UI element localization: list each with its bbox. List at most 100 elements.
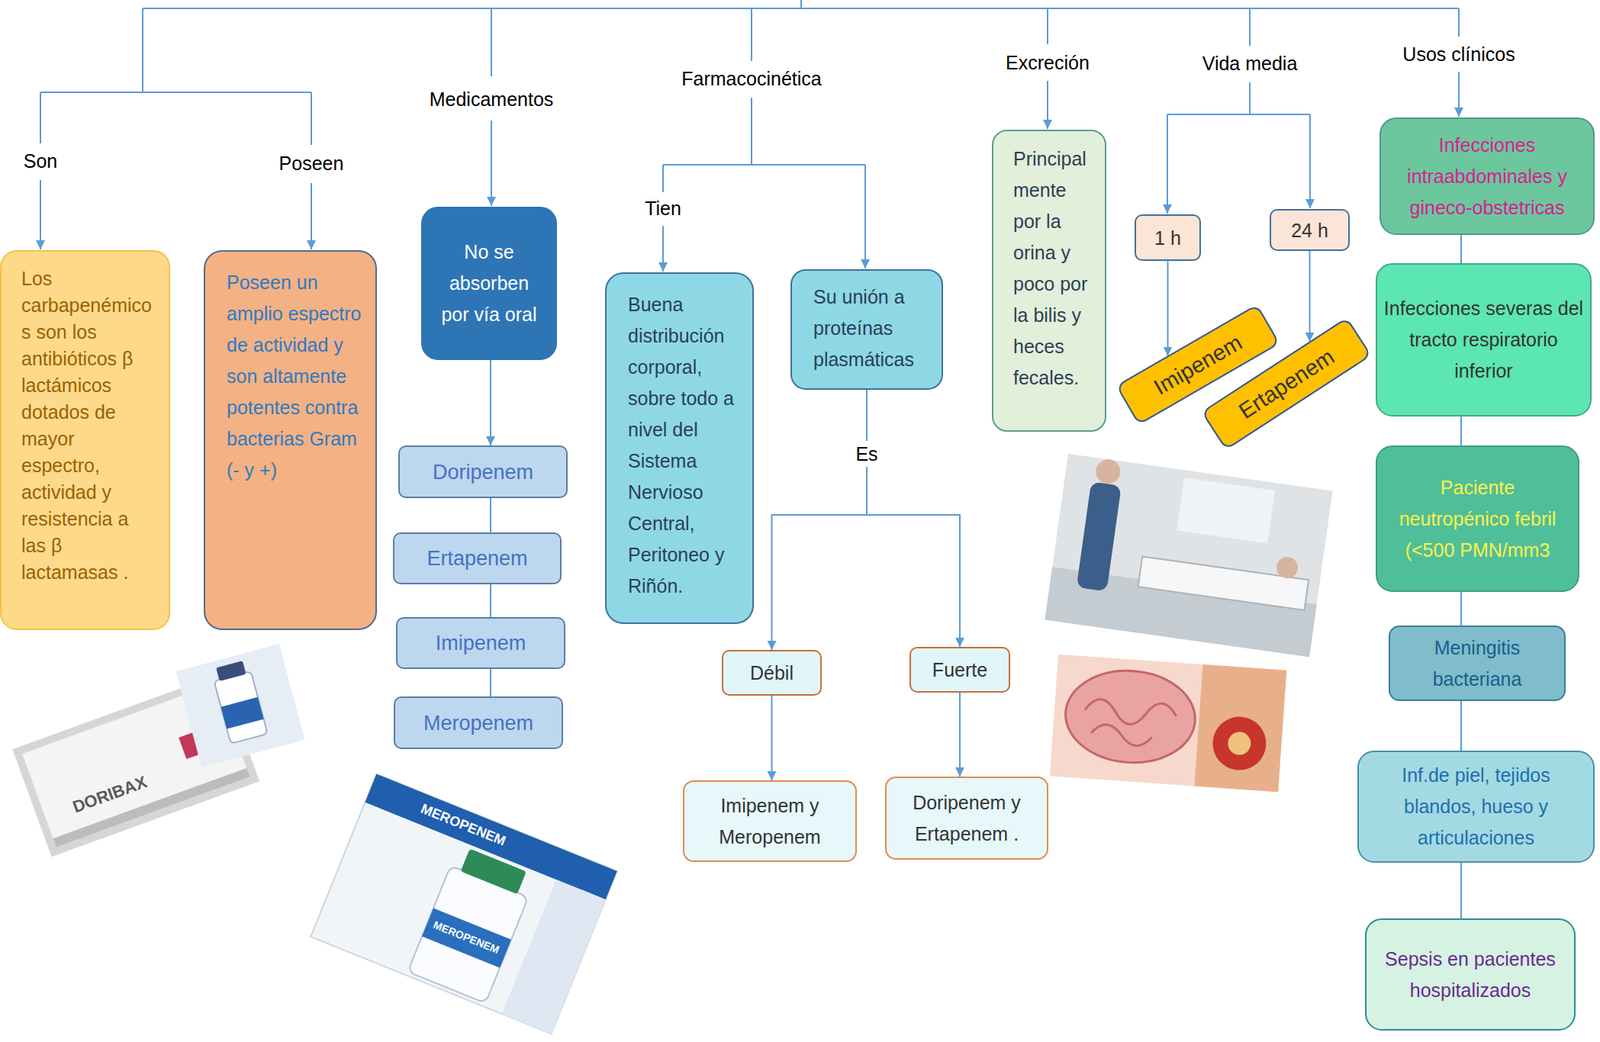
box-text: Imipenem	[402, 630, 560, 657]
connector	[1309, 251, 1311, 342]
branch-line	[864, 164, 866, 269]
branch-label: Medicamentos	[429, 87, 554, 111]
branch-line	[750, 97, 753, 165]
branch-line	[1166, 114, 1169, 214]
concept-box: Su unión a proteínas plasmáticas	[790, 269, 944, 390]
window	[1176, 477, 1275, 544]
box-text: Buena distribución corporal, sobre todo …	[627, 289, 745, 603]
branch-line	[310, 183, 313, 250]
concept-box: Principalmente por la orina y poco por l…	[991, 129, 1107, 432]
connector	[1460, 416, 1462, 446]
brain-photo	[1049, 654, 1287, 793]
branch-line	[1458, 8, 1460, 37]
concept-box: Fuerte	[909, 647, 1011, 693]
box-text: Infecciones severas del tracto respirato…	[1383, 292, 1584, 387]
connector	[1460, 862, 1462, 919]
box-text: Meningitis bacteriana	[1394, 632, 1560, 696]
concept-box: Imipenem	[395, 617, 566, 670]
branch-label: Tien	[644, 196, 682, 220]
hospital-photo	[1044, 453, 1333, 658]
connector	[1167, 260, 1169, 357]
box-text: No se absorben por vía oral	[433, 236, 545, 331]
box-text: Débil	[726, 660, 818, 686]
connector	[866, 389, 960, 648]
branch-line	[1046, 8, 1049, 45]
package-stripe	[364, 774, 617, 900]
box-text: Inf.de piel, tejidos blandos, hueso y ar…	[1364, 759, 1588, 854]
photo-ground	[176, 643, 306, 768]
branch-line	[1249, 8, 1251, 46]
box-text: Doripenem	[404, 459, 562, 486]
connector	[1460, 701, 1462, 751]
concept-box: Débil	[721, 650, 822, 696]
bacteria	[1210, 714, 1269, 773]
branch-label: Usos clínicos	[1402, 42, 1515, 66]
branch-line	[490, 8, 493, 77]
connector	[1460, 592, 1462, 626]
concept-box: Doripenem y Ertapenem .	[885, 776, 1049, 860]
branch-label: Son	[23, 149, 58, 173]
concept-box: Sepsis en pacientes hospitalizados	[1364, 918, 1576, 1031]
box-text: Los carbapenémicos son los antibióticos …	[21, 265, 158, 586]
connector	[489, 360, 492, 446]
doctor-head	[1094, 457, 1122, 486]
concept-box: Imipenem y Meropenem	[682, 780, 857, 863]
concept-box: 24 h	[1269, 209, 1350, 252]
concept-box: Meningitis bacteriana	[1388, 625, 1566, 702]
box-text: Poseen un amplio espectro de actividad y…	[226, 267, 367, 487]
branch-line	[1249, 82, 1251, 115]
box-text: Principalmente por la orina y poco por l…	[1013, 143, 1098, 394]
patient-head	[1274, 555, 1300, 580]
concept-box: 1 h	[1134, 214, 1201, 261]
photo-ground	[1044, 453, 1333, 658]
box-text: Imipenem y Meropenem	[690, 790, 850, 854]
branch-line	[39, 92, 42, 144]
branch-label: Vida media	[1202, 51, 1298, 75]
branch-line	[39, 180, 42, 250]
branch-label: Poseen	[279, 151, 345, 175]
box-text: Fuerte	[914, 657, 1006, 683]
concept-box: Los carbapenémicos son los antibióticos …	[0, 250, 171, 631]
connector	[1460, 235, 1462, 264]
package-face	[310, 774, 617, 1035]
connector	[959, 692, 961, 777]
branch-label: Excreción	[1005, 51, 1090, 75]
box-text: Meropenem	[399, 710, 557, 737]
concept-box: Inf.de piel, tejidos blandos, hueso y ar…	[1357, 750, 1595, 863]
concept-box: No se absorben por vía oral	[421, 206, 557, 361]
box-text: Doripenem y Ertapenem .	[892, 787, 1041, 850]
brain	[1062, 666, 1198, 768]
vial-photo	[176, 643, 306, 768]
connector	[489, 498, 492, 533]
concept-box: Doripenem	[398, 445, 568, 499]
vial-label	[421, 907, 512, 968]
box-text: Infecciones intraabdominales y gineco-ob…	[1387, 129, 1588, 224]
box-text: Paciente neutropénico febril (<500 PMN/m…	[1383, 472, 1572, 567]
concept-box: Meropenem	[393, 696, 564, 750]
branch-line	[141, 8, 144, 93]
vial-cap	[460, 849, 527, 895]
concept-box: Ertapenem	[392, 532, 562, 585]
branch-line	[142, 7, 1459, 10]
branch-line	[1458, 71, 1460, 117]
photo-ground	[1049, 654, 1287, 793]
concept-box: Paciente neutropénico febril (<500 PMN/m…	[1375, 445, 1580, 593]
connector	[489, 669, 492, 697]
box-text: 24 h	[1274, 218, 1346, 243]
concept-box: Poseen un amplio espectro de actividad y…	[203, 250, 377, 631]
connector	[772, 389, 868, 651]
meropenem-photo	[310, 774, 617, 1035]
branch-line	[1046, 80, 1049, 129]
concept-box: Infecciones intraabdominales y gineco-ob…	[1379, 117, 1595, 236]
branch-line	[750, 8, 753, 62]
tissue	[1194, 664, 1287, 792]
branch-line	[1309, 114, 1311, 209]
doctor-figure	[1076, 481, 1122, 592]
branch-line	[662, 164, 664, 193]
branch-line	[310, 92, 313, 145]
branch-line	[800, 0, 802, 9]
connector	[771, 695, 773, 781]
vial-label	[221, 697, 264, 730]
connector-label: Es	[850, 441, 883, 467]
